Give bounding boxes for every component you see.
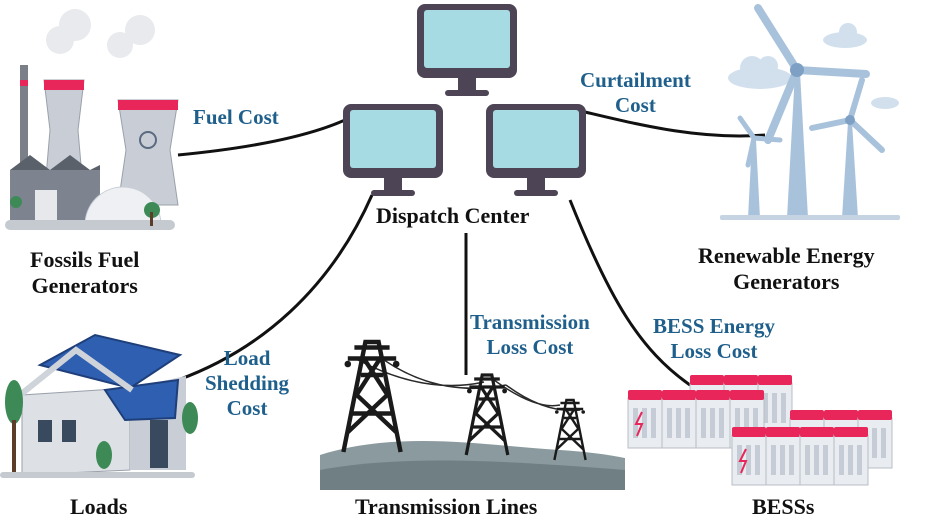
fossil-label-line1: Fossils Fuel <box>30 247 140 272</box>
transmission-loss-line1: Transmission <box>470 310 590 334</box>
bess-energy-loss-cost-label: BESS Energy Loss Cost <box>653 314 775 364</box>
tree-icon <box>182 402 198 434</box>
cloud-icon <box>728 23 899 109</box>
transmission-tower-icon <box>320 342 625 490</box>
curtailment-label-line2: Cost <box>614 93 656 118</box>
load-shedding-line2: Shedding <box>205 371 290 396</box>
monitor-icon <box>343 104 443 196</box>
tree-icon <box>144 202 160 226</box>
dispatch-center-label: Dispatch Center <box>376 203 530 228</box>
line-curtailment <box>584 110 766 138</box>
power-plant-icon <box>5 9 179 230</box>
line-load-shedding <box>177 194 374 382</box>
transmission-loss-line2: Loss Cost <box>486 335 574 360</box>
tree-icon <box>5 380 23 472</box>
fossil-label-line2: Generators <box>31 273 138 299</box>
monitor-icon <box>417 4 517 96</box>
bess-loss-line1: BESS Energy <box>653 314 775 338</box>
load-shedding-line3: Cost <box>226 396 268 421</box>
battery-storage-icon <box>627 374 893 486</box>
house-icon <box>0 333 198 478</box>
line-fuel <box>177 118 346 157</box>
curtailment-cost-label: Curtailment Cost <box>580 68 691 118</box>
curtailment-label-line1: Curtailment <box>580 68 691 92</box>
connection-lines <box>177 110 766 387</box>
bess-label: BESSs <box>752 494 815 519</box>
fossil-generators-label: Fossils Fuel Generators <box>30 247 139 300</box>
renewable-generators-label: Renewable Energy Generators <box>698 243 875 296</box>
transmission-loss-cost-label: Transmission Loss Cost <box>470 310 590 360</box>
loads-label: Loads <box>70 494 128 519</box>
transmission-lines-label: Transmission Lines <box>355 494 538 519</box>
tree-icon <box>10 196 22 208</box>
renewable-label-line2: Generators <box>733 269 840 295</box>
load-shedding-cost-label: Load Shedding Cost <box>205 346 289 422</box>
line-bess <box>568 199 691 387</box>
monitor-icon <box>486 104 586 196</box>
renewable-label-line1: Renewable Energy <box>698 243 875 268</box>
bess-loss-line2: Loss Cost <box>670 339 758 364</box>
tree-icon <box>96 441 112 469</box>
fuel-cost-label: Fuel Cost <box>193 105 279 129</box>
wind-turbine-icon <box>720 4 900 220</box>
load-shedding-line1: Load <box>223 346 271 370</box>
